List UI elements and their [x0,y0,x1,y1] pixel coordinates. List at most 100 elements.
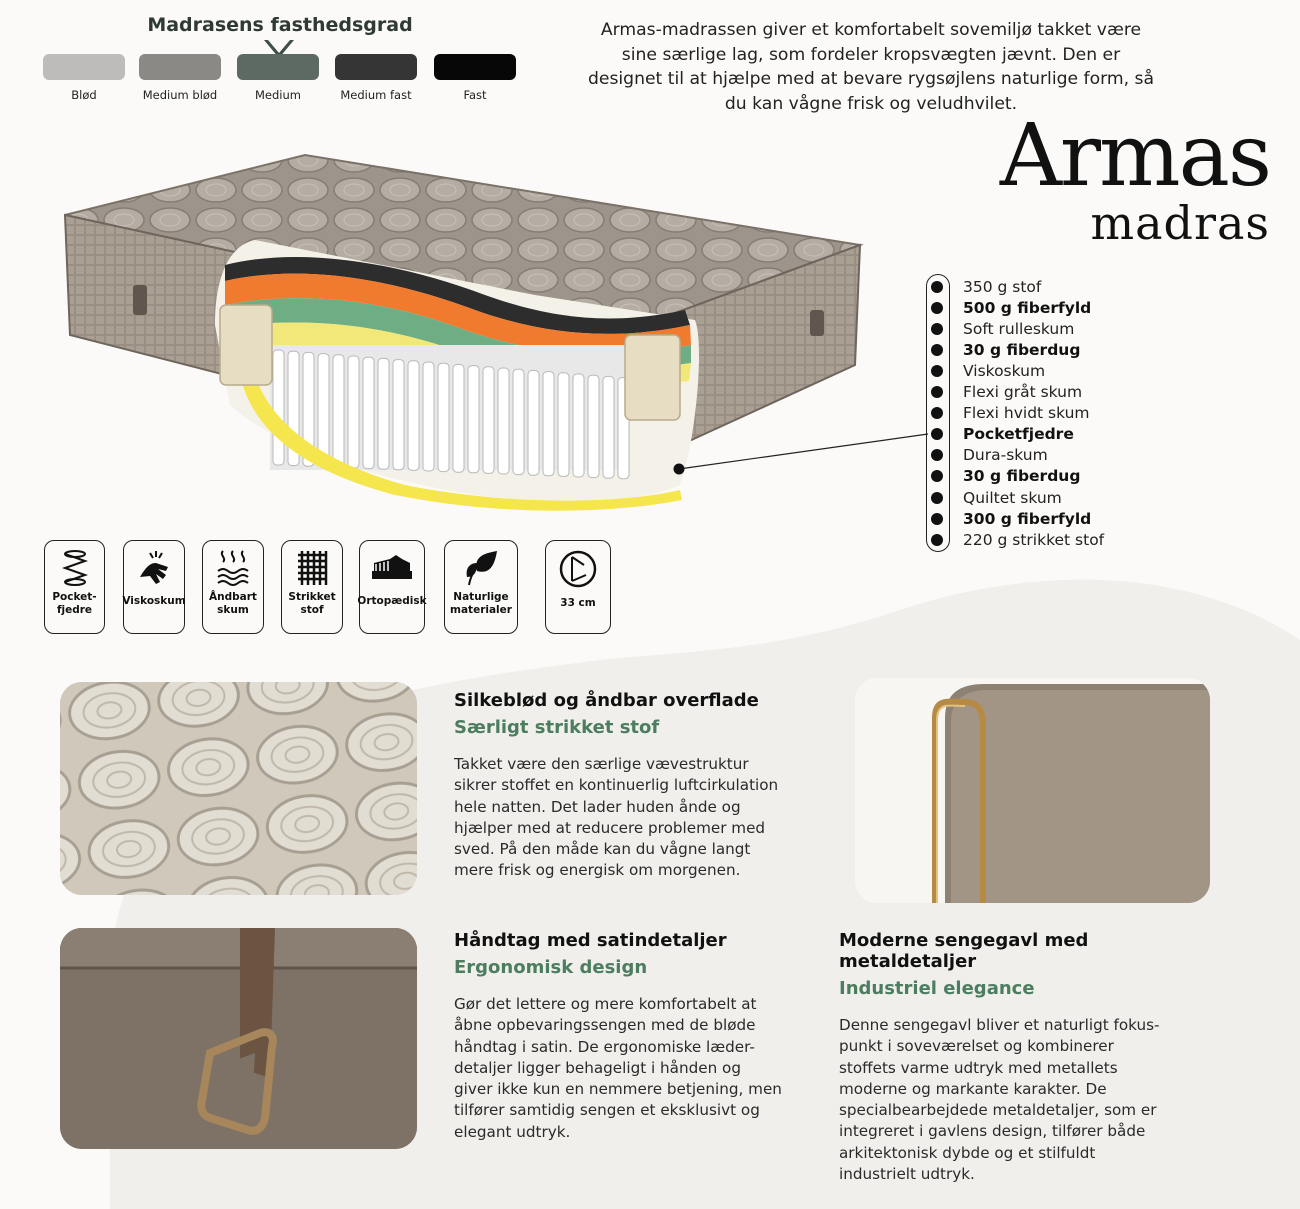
spring-coil [362,356,375,470]
layer-bullet-icon [931,449,943,462]
layer-bullet-icon [931,364,943,377]
spring-coil [407,360,420,471]
spring-coil [272,349,285,466]
layer-label: Flexi gråt skum [963,383,1083,401]
layer-label: Dura-skum [963,446,1048,465]
spring-coil [467,365,480,474]
spring-coil [452,363,465,473]
firmness-label: Medium blød [142,88,218,102]
layer-bullet-icon [931,470,943,483]
layer-item: 220 g strikket stof [931,529,1104,550]
feature-height: 33 cm [545,540,611,634]
intro-text: Armas-madrassen giver et komfortabelt so… [587,20,1155,114]
firmness-label: Fast [463,88,487,102]
spring-coil [572,373,585,478]
brand-subtitle: madras [1090,196,1270,250]
layer-item: Dura-skum [931,445,1048,466]
firmness-label: Medium [255,88,301,102]
spring-coil [587,374,600,479]
firmness-label: Medium fast [340,88,412,102]
headboard-section: Moderne sengegavl med metaldetaljer Indu… [839,930,1199,1185]
firmness-label: Blød [71,88,97,102]
breathable-waves-icon [217,550,249,586]
layer-bullet-icon [931,322,943,335]
handles-body: Gør det lettere og mere komfortabelt at … [454,995,782,1141]
layer-label: 220 g strikket stof [963,530,1105,549]
layer-label: 30 g fiberdug [963,340,1081,359]
layer-item: Soft rulleskum [931,318,1074,339]
feature-label: Viskoskum [122,595,186,607]
layer-item: Flexi hvidt skum [931,403,1090,424]
layer-bullet-icon [931,301,943,314]
layers-timeline [926,274,950,552]
firmness-swatch [139,54,221,80]
layer-item: Flexi gråt skum [931,382,1082,403]
spring-coil [527,369,540,476]
handles-title: Håndtag med satindetaljer [454,930,727,951]
height-icon [559,550,597,588]
layer-label: 500 g fiberfyld [963,298,1092,317]
layer-label: 350 g stof [963,277,1042,296]
spring-coil [542,371,555,477]
firmness-swatch [434,54,516,80]
headboard-title: Moderne sengegavl med metaldetaljer [839,930,1089,972]
surface-subtitle: Særligt strikket stof [454,717,660,738]
layer-item: 300 g fiberfyld [931,508,1091,529]
layer-label: Pocketfjedre [963,425,1074,444]
headboard-photo [855,678,1210,903]
spring-coil [482,366,495,474]
layer-label: 30 g fiberdug [963,467,1081,486]
feature-label: Ortopædisk [357,595,427,607]
layer-bullet-icon [931,533,943,546]
layer-bullet-icon [931,407,943,420]
knit-fabric-icon [298,551,328,585]
layer-bullet-icon [931,512,943,525]
layer-item: Viskoskum [931,360,1045,381]
brand-logo: Armas madras [960,106,1272,250]
layer-item: Quiltet skum [931,487,1062,508]
firmness-swatch [237,54,319,80]
layer-bullet-icon [931,428,943,441]
feature-orthopedic: Ortopædisk [357,540,427,634]
layer-item: Pocketfjedre [931,424,1074,445]
headboard-subtitle: Industriel elegance [839,978,1035,999]
layer-bullet-icon [931,343,943,356]
spring-coil [377,357,390,470]
layer-pointer-line [673,433,929,475]
layer-bullet-icon [931,491,943,504]
feature-label: Åndbart skum [209,591,257,616]
layer-label: 300 g fiberfyld [963,509,1092,528]
feature-knit-fabric: Strikket stof [281,540,343,634]
firmness-swatch [335,54,417,80]
surface-title: Silkeblød og åndbar overflade [454,690,759,711]
feature-label: Naturlige materialer [450,591,512,616]
layer-label: Quiltet skum [963,488,1062,507]
spring-coil [437,362,450,473]
layer-label: Soft rulleskum [963,319,1075,338]
headboard-body: Denne sengegavl bliver et naturligt foku… [839,1016,1160,1184]
surface-section: Silkeblød og åndbar overflade Særligt st… [454,690,784,882]
layer-bullet-icon [931,280,943,293]
spring-coil [602,375,615,479]
pocket-spring-icon [61,550,88,586]
spring-coil [332,354,345,468]
pocket-springs [270,345,630,480]
satin-handle-photo [60,928,417,1149]
feature-pocket-springs: Pocket- fjedre [44,540,105,634]
layer-label: Flexi hvidt skum [963,404,1090,423]
feature-label: Pocket- fjedre [52,591,97,616]
spring-coil [512,368,525,476]
feature-breathable-foam: Åndbart skum [202,540,264,634]
firmness-swatch [43,54,125,80]
layer-bullet-icon [931,386,943,398]
spring-coil [302,351,315,467]
brand-name: Armas [999,106,1272,206]
feature-visco-foam: Viskoskum [122,540,186,634]
feature-label: 33 cm [560,597,596,609]
handles-subtitle: Ergonomisk design [454,957,648,978]
hand-foam-icon [140,551,168,584]
layer-item: 30 g fiberdug [931,466,1080,487]
spring-coil [392,359,405,471]
firmness-title: Madrasens fasthedsgrad [147,14,413,36]
leaf-icon [466,551,497,586]
